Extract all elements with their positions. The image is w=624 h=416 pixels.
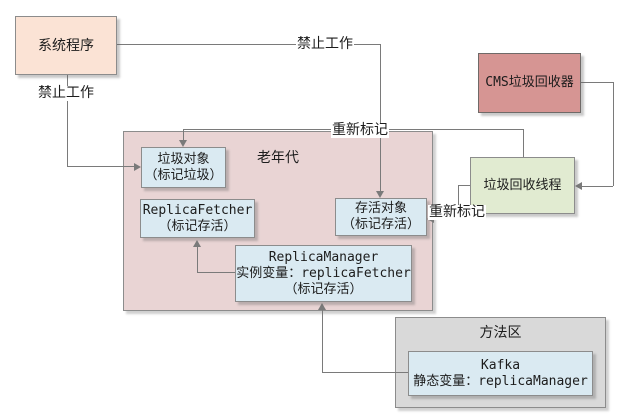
alive-object-node: 存活对象 （标记存活） <box>335 198 427 236</box>
arrow-right-garbage-icon <box>134 163 141 171</box>
arrow-left-gcthread-icon <box>575 182 582 190</box>
garbage-object-node: 垃圾对象 （标记垃圾） <box>141 147 226 188</box>
replica-manager-node: ReplicaManager 实例变量：replicaFetcher （标记存活… <box>235 245 412 302</box>
gc-thread-label: 垃圾回收线程 <box>483 177 562 193</box>
kafka-node: Kafka 静态变量：replicaManager <box>408 351 593 396</box>
remark-right-label: 重新标记 <box>428 204 486 220</box>
old-generation-label: 老年代 <box>257 150 299 166</box>
replica-manager-line2: 实例变量：replicaFetcher <box>236 265 411 281</box>
connector-sys-to-alive-v <box>380 44 381 192</box>
alive-object-line1: 存活对象 <box>354 201 407 216</box>
forbid-work-left-label: 禁止工作 <box>37 85 95 101</box>
connector-kafka-up-v <box>322 309 323 373</box>
connector-sys-to-garbage-h <box>67 166 134 167</box>
cms-collector-node: CMS垃圾回收器 <box>478 53 581 113</box>
connector-sys-down-v <box>67 75 68 167</box>
replica-fetcher-node: ReplicaFetcher （标记存活） <box>140 199 255 238</box>
replica-manager-line3: （标记存活） <box>284 281 363 297</box>
garbage-object-line2: （标记垃圾） <box>144 167 223 183</box>
kafka-line2: 静态变量：replicaManager <box>413 373 588 389</box>
connector-kafka-out-h <box>322 372 408 373</box>
connector-cms-to-gcthread-h <box>582 186 613 187</box>
connector-remark-to-garbage-v <box>183 129 184 141</box>
cms-collector-label: CMS垃圾回收器 <box>485 75 574 90</box>
method-area-label: 方法区 <box>479 325 522 341</box>
replica-manager-line1: ReplicaManager <box>268 249 379 265</box>
connector-gcthread-out-h <box>458 185 470 186</box>
connector-rmgr-up-v <box>197 246 198 273</box>
gc-thread-node: 垃圾回收线程 <box>470 157 575 214</box>
alive-object-line2: （标记存活） <box>341 217 420 232</box>
arrow-up-replicamanager-icon <box>318 303 326 310</box>
replica-fetcher-line2: （标记存活） <box>158 218 237 234</box>
connector-cms-down-v <box>613 82 614 186</box>
arrow-down-alive-icon <box>376 191 384 198</box>
forbid-work-top-label: 禁止工作 <box>296 36 354 52</box>
kafka-line1: Kafka <box>480 357 521 373</box>
arrow-down-garbage-icon <box>179 140 187 147</box>
connector-remark-to-gcthread-v <box>523 129 524 157</box>
connector-gcthread-down-v <box>458 185 459 220</box>
garbage-object-line1: 垃圾对象 <box>157 151 210 167</box>
connector-cms-out-h <box>581 82 613 83</box>
arrow-up-replicafetcher-icon <box>193 240 201 247</box>
remark-top-label: 重新标记 <box>331 122 389 138</box>
system-program-node: 系统程序 <box>15 16 117 75</box>
connector-rmgr-out-h <box>197 272 236 273</box>
connector-sys-to-remark-h <box>117 44 380 45</box>
replica-fetcher-line1: ReplicaFetcher <box>142 202 253 218</box>
system-program-label: 系统程序 <box>38 37 94 54</box>
